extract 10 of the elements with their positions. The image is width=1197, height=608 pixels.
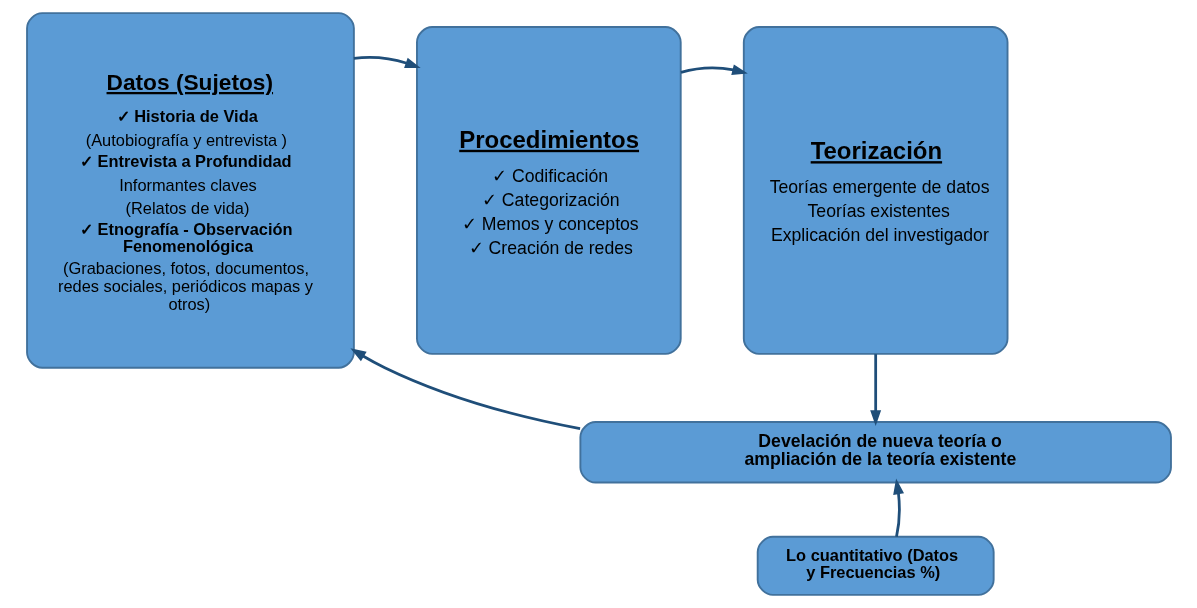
node-box: Procedimientos ✓ Codificación ✓ Categorización ✓ Memos y conceptos ✓ Creación de redes (415, 26, 682, 355)
node-box: Datos (Sujetos) ✓ Historia de Vida (Autobiografía y entrevista ) ✓ Entrevista a Profundidad Informantes claves (Relatos de vida) ✓ Etnografía - Observación Fenomenológica (Grabaciones, fotos, documentos, redes sociales, periódicos mapas y otros) (25, 12, 355, 369)
arrow (353, 56, 421, 69)
arrow (869, 354, 881, 426)
arrow (349, 348, 580, 430)
node-box: Develación de nueva teoría o ampliación de la teoría existente (578, 421, 1172, 484)
arrow (680, 64, 748, 76)
node-box: Teorización Teorías emergente de datos Teorías existentes Explicación del investigador (742, 26, 1008, 355)
node-box: Lo cuantitativo (Datos y Frecuencias %) (756, 535, 995, 596)
arrow (892, 478, 904, 537)
